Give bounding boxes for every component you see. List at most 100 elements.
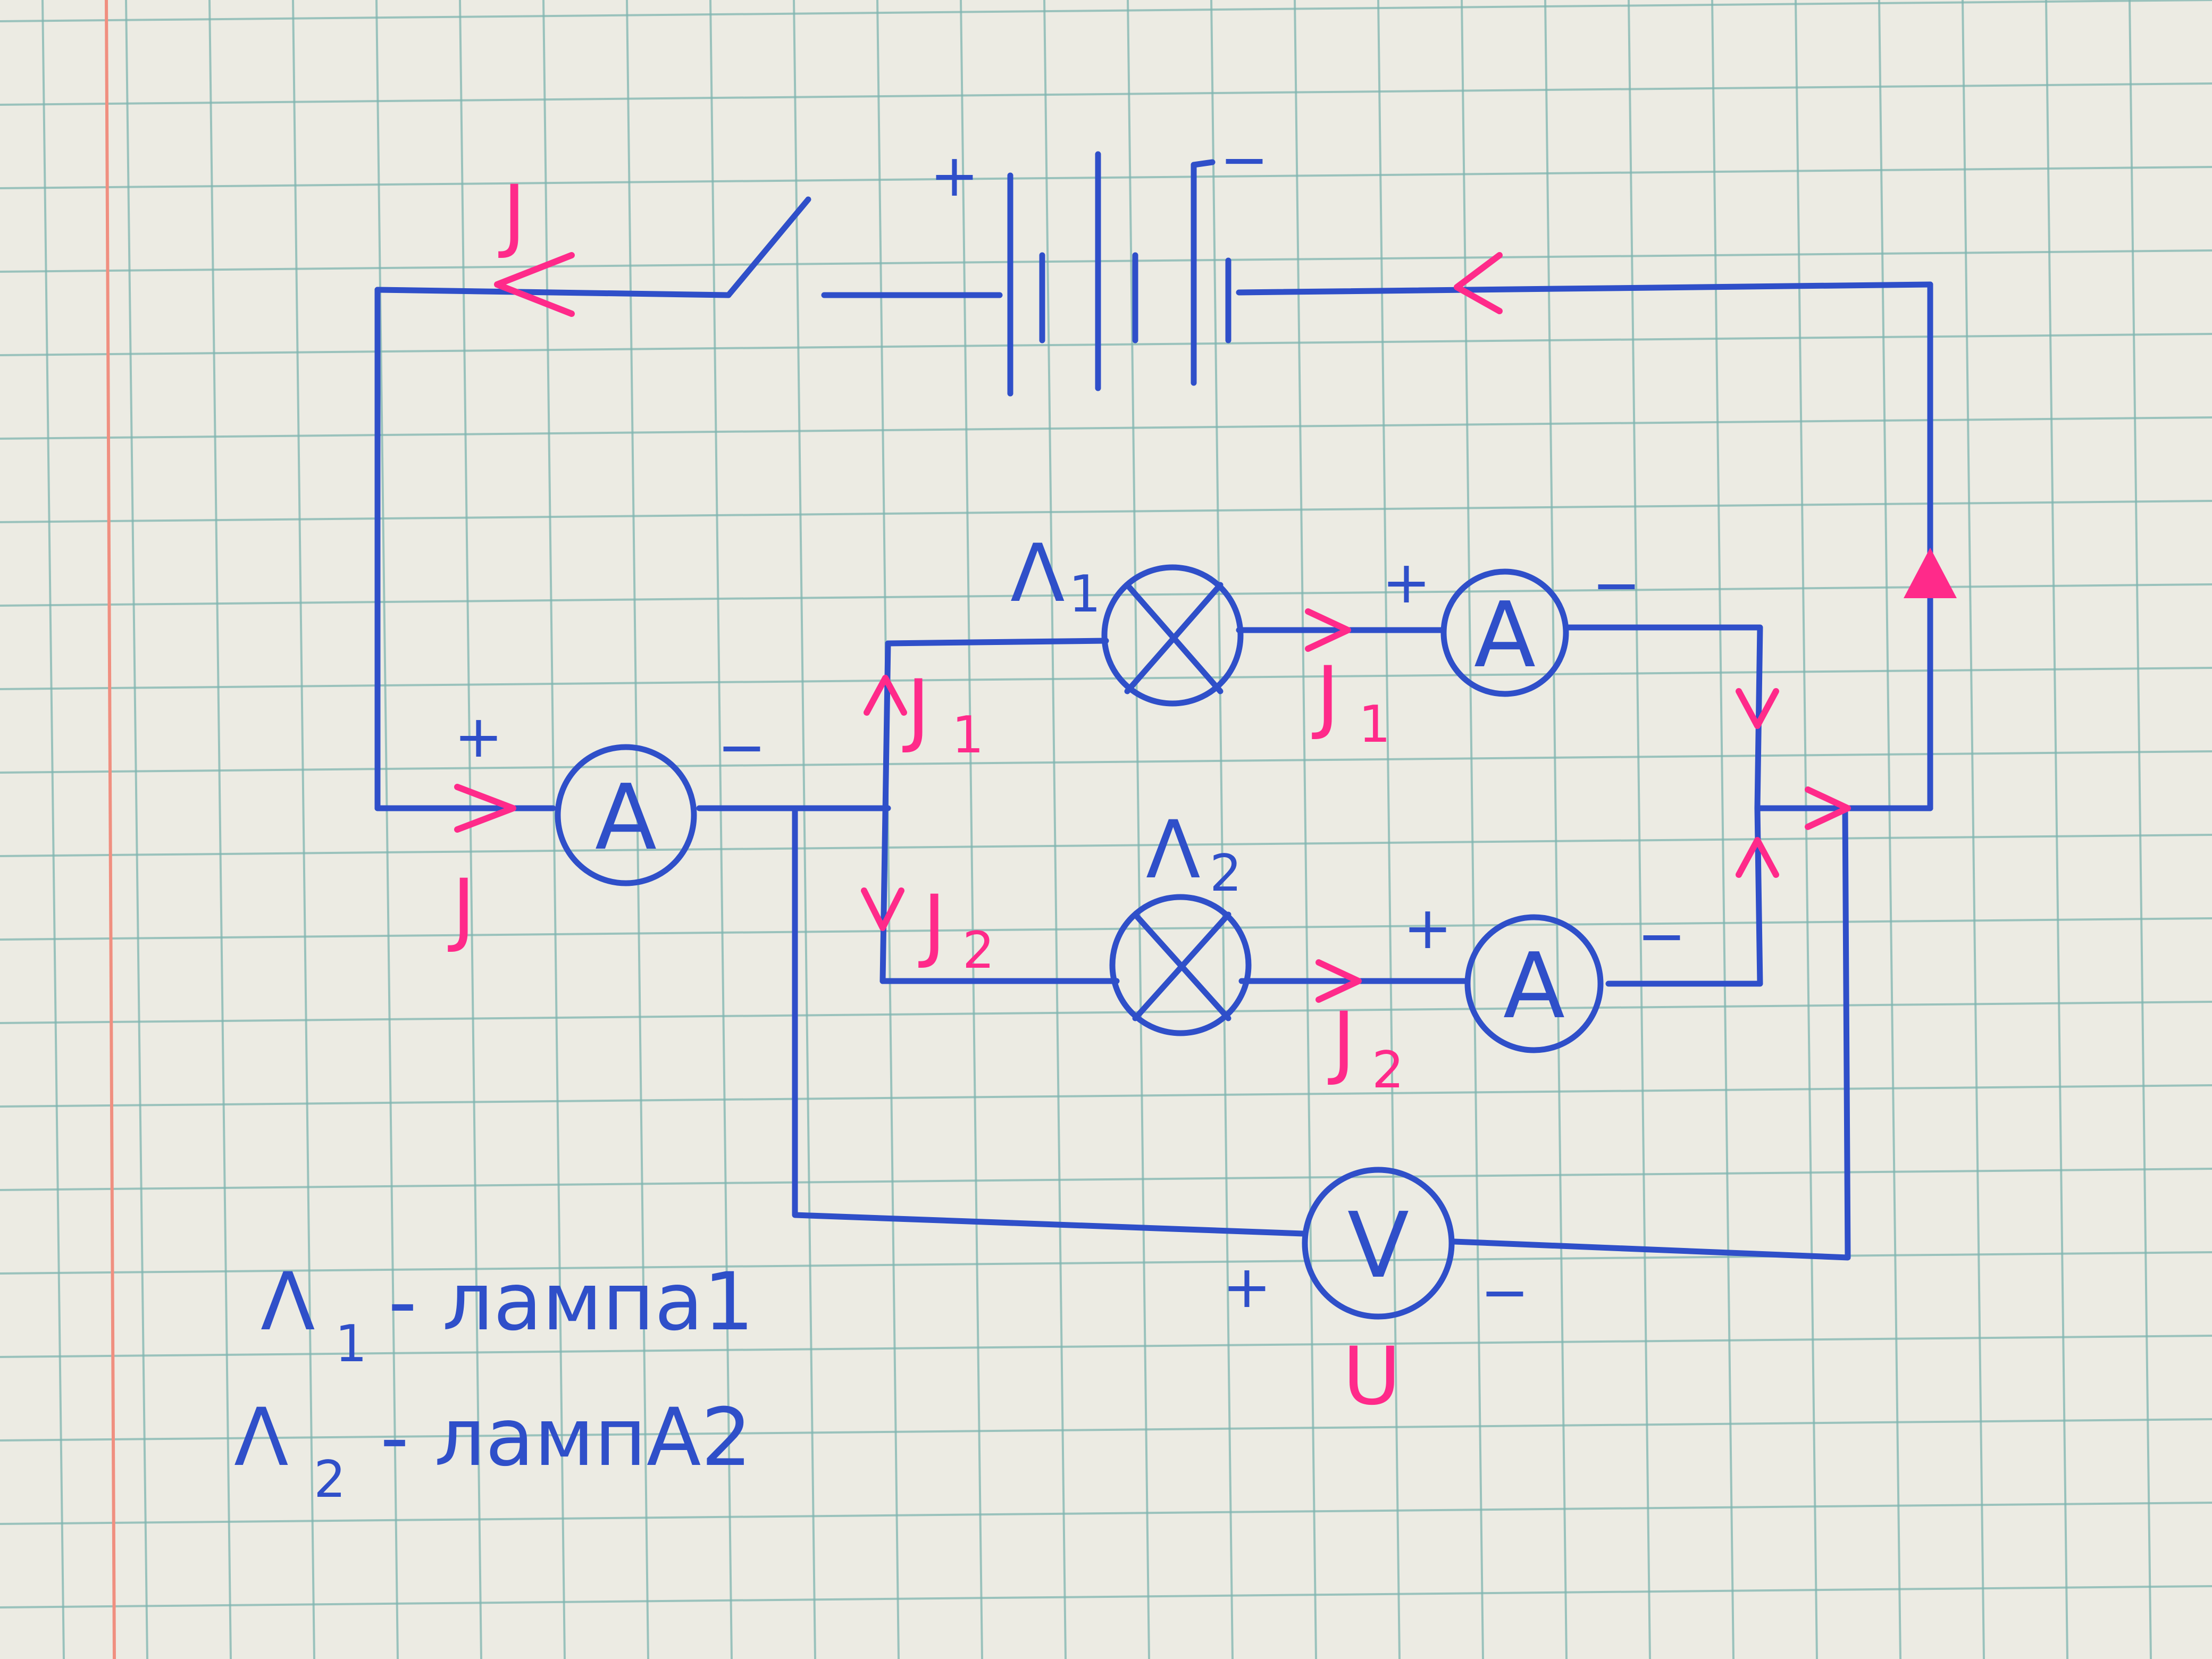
grid-line-vertical (1127, 0, 1150, 1659)
ammeter-branch-2: A + − (1403, 894, 1686, 1053)
grid-line-vertical (793, 0, 816, 1659)
ammeter-main-plus: + (454, 702, 503, 770)
voltmeter: V + − (1222, 1167, 1529, 1326)
grid-line-horizontal (0, 82, 2212, 106)
grid-line-vertical (1043, 0, 1067, 1659)
legend-line-1: Λ 1 - лампа1 (261, 1256, 754, 1373)
ammeter-main-letter: A (595, 765, 657, 870)
voltmeter-letter: V (1347, 1193, 1409, 1298)
legend-2-text: - лампА2 (380, 1392, 752, 1484)
voltmeter-plus: + (1222, 1253, 1271, 1321)
grid-line-vertical (41, 0, 65, 1659)
ammeter-branch-2-letter: A (1503, 934, 1565, 1039)
grid-line-vertical (1377, 0, 1401, 1659)
legend-line-2: Λ 2 - лампА2 (234, 1392, 752, 1509)
wire-branch1-ammeter-to-right (1563, 624, 1763, 811)
current-arrow-branch1-right (1736, 688, 1779, 729)
grid-line-vertical (1711, 0, 1735, 1659)
lamp-1-index: 1 (1069, 565, 1101, 624)
current-arrow-top-right (1454, 252, 1503, 314)
current-arrow-branch2-left (861, 887, 904, 931)
legend-1-index: 1 (335, 1315, 367, 1373)
svg-text:1: 1 (1359, 696, 1390, 754)
current-arrow-node-right (1805, 786, 1851, 830)
battery: + − (930, 125, 1269, 397)
legend-1-symbol: Λ (261, 1256, 315, 1348)
ammeter-main-minus: − (717, 713, 766, 781)
current-label-main: J (448, 862, 475, 955)
lamp-1: Λ 1 (1010, 527, 1244, 707)
grid-line-vertical (1461, 0, 1484, 1659)
wire-top-left (374, 287, 732, 298)
ammeter-main: A + − (454, 702, 766, 886)
grid-line-vertical (1544, 0, 1568, 1659)
grid-line-horizontal (0, 1001, 2212, 1024)
battery-plus-sign: + (930, 141, 979, 210)
grid-line-vertical (1628, 0, 1651, 1659)
lamp-2-symbol: Λ (1146, 804, 1201, 896)
grid-line-vertical (1294, 0, 1317, 1659)
current-label-branch1-right: J 1 (1312, 650, 1390, 754)
current-arrow-branch2-mid (1316, 959, 1362, 1003)
current-label-branch1-left: J 1 (902, 663, 984, 765)
grid-line-horizontal (0, 333, 2212, 356)
grid-line-vertical (542, 0, 566, 1659)
voltage-label: U (1343, 1330, 1401, 1423)
wire-voltmeter-left (792, 805, 1306, 1237)
grid-line-vertical (876, 0, 900, 1659)
lamp-2: Λ 2 (1109, 804, 1252, 1036)
grid-line-vertical (626, 0, 649, 1659)
grid-line-vertical (459, 0, 482, 1659)
grid-line-vertical (1962, 0, 1985, 1659)
ammeter-branch-2-plus: + (1403, 894, 1452, 962)
grid-line-vertical (960, 0, 983, 1659)
svg-text:J: J (1312, 650, 1339, 742)
legend-2-symbol: Λ (234, 1392, 289, 1484)
grid-line-horizontal (0, 1418, 2212, 1442)
lamp-1-symbol: Λ (1010, 527, 1065, 620)
current-arrow-top-left (494, 252, 575, 317)
grid-line-vertical (375, 0, 399, 1659)
svg-text:1: 1 (952, 706, 984, 765)
grid-line-vertical (292, 0, 315, 1659)
grid-line-horizontal (0, 1335, 2212, 1358)
switch-blade (725, 196, 811, 298)
lamp-2-index: 2 (1210, 844, 1242, 903)
current-label-top: J (498, 169, 526, 261)
current-arrow-right-riser (1904, 548, 1957, 598)
ammeter-branch-1-minus: − (1592, 551, 1641, 619)
svg-text:J: J (1328, 995, 1355, 1088)
battery-minus-sign: − (1220, 125, 1269, 194)
grid-line-vertical (1878, 0, 1901, 1659)
grid-line-horizontal (0, 1168, 2212, 1191)
current-label-branch2-right: J 2 (1328, 995, 1404, 1100)
current-arrow-main-ammeter (454, 784, 516, 833)
ammeter-branch-2-minus: − (1637, 902, 1686, 970)
wire-branch2-ammeter-to-right (1605, 805, 1763, 987)
current-arrow-branch2-right (1736, 837, 1779, 878)
grid-line-horizontal (0, 416, 2212, 440)
grid-line-vertical (709, 0, 733, 1659)
grid-line-vertical (1210, 0, 1234, 1659)
grid-line-horizontal (0, 583, 2212, 607)
current-label-branch2-left: J 2 (918, 878, 994, 980)
grid-line-vertical (2129, 0, 2152, 1659)
ammeter-branch-1: A + − (1382, 548, 1641, 697)
grid-line-horizontal (0, 166, 2212, 189)
grid-line-horizontal (0, 500, 2212, 523)
legend-2-index: 2 (314, 1451, 346, 1509)
ammeter-branch-1-plus: + (1382, 548, 1431, 616)
grid-line-horizontal (0, 0, 2212, 22)
ammeter-branch-1-letter: A (1474, 583, 1536, 688)
svg-text:J: J (902, 663, 930, 756)
grid-line-vertical (208, 0, 232, 1659)
grid-line-vertical (125, 0, 148, 1659)
grid-line-horizontal (0, 1585, 2212, 1608)
svg-text:J: J (918, 878, 946, 971)
grid-line-horizontal (0, 1502, 2212, 1525)
svg-text:2: 2 (1372, 1041, 1404, 1100)
legend-1-text: - лампа1 (388, 1256, 754, 1348)
current-arrow-branch1-mid (1305, 608, 1351, 652)
grid-line-horizontal (0, 750, 2212, 774)
